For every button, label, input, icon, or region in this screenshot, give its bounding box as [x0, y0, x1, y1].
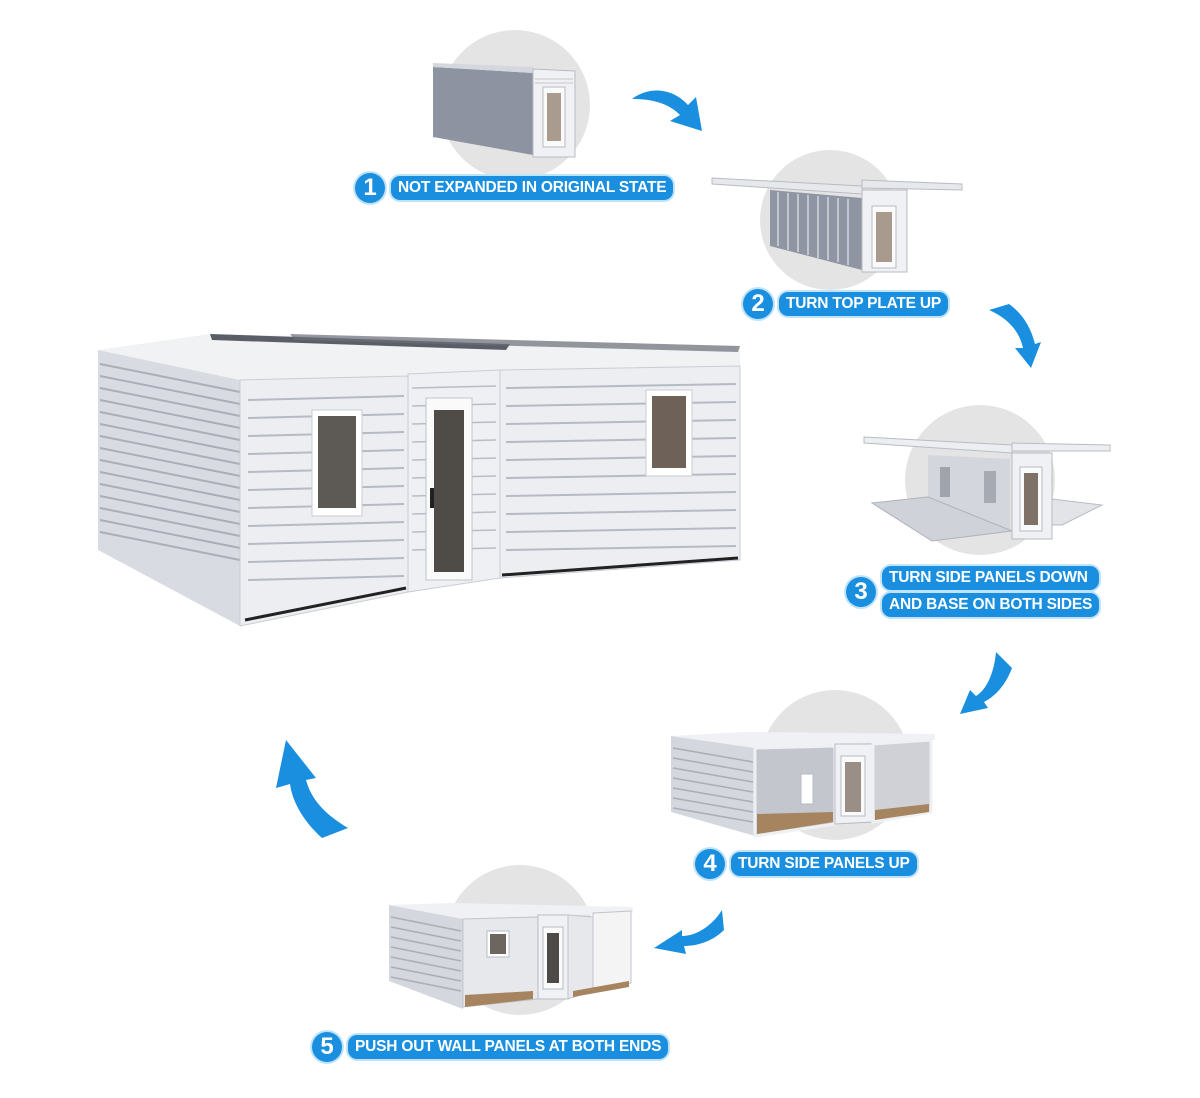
step-3-number-badge: 3 — [846, 576, 876, 607]
step-5-number-badge: 5 — [312, 1032, 342, 1062]
step-1-number-badge: 1 — [355, 173, 385, 203]
step-1-caption: NOT EXPANDED IN ORIGINAL STATE — [391, 176, 674, 200]
step-3-caption-line-1: TURN SIDE PANELS DOWN — [882, 566, 1100, 590]
expanded-house-illustration — [98, 334, 741, 627]
step-2-caption: TURN TOP PLATE UP — [779, 292, 949, 316]
step-4-caption: TURN SIDE PANELS UP — [731, 852, 917, 876]
step-1-label: 1 NOT EXPANDED IN ORIGINAL STATE — [355, 173, 674, 203]
step-2-label: 2 TURN TOP PLATE UP — [743, 289, 949, 319]
step-5-label: 5 PUSH OUT WALL PANELS AT BOTH ENDS — [312, 1032, 669, 1062]
step-2-number-badge: 2 — [743, 289, 773, 319]
curved-arrow-right-down-icon — [632, 90, 702, 131]
curved-arrow-down-icon — [989, 304, 1041, 368]
step-4-side-panels-up-illustration — [671, 732, 935, 838]
curved-arrow-down-left-icon — [960, 652, 1012, 714]
step-5-caption: PUSH OUT WALL PANELS AT BOTH ENDS — [348, 1035, 669, 1059]
curved-arrow-up-icon — [276, 740, 348, 838]
step-3-label: 3 TURN SIDE PANELS DOWN AND BASE ON BOTH… — [846, 566, 1100, 617]
step-1-folded-container-illustration — [433, 63, 576, 158]
step-3-side-panels-down-illustration — [863, 436, 1111, 542]
step-4-label: 4 TURN SIDE PANELS UP — [695, 849, 917, 879]
step-3-caption-line-2: AND BASE ON BOTH SIDES — [882, 593, 1100, 617]
step-4-number-badge: 4 — [695, 849, 725, 879]
curved-arrow-left-icon — [654, 910, 724, 954]
step-2-top-plate-up-illustration — [711, 177, 963, 273]
step-5-push-out-wall-panels-illustration — [389, 903, 633, 1009]
